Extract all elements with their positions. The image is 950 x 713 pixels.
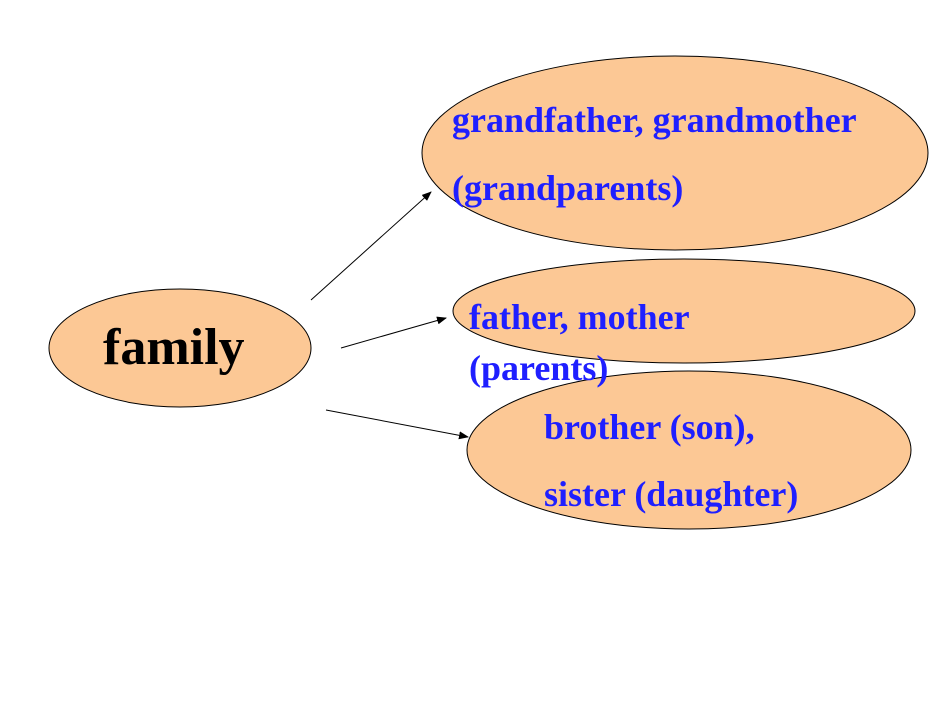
- children-ellipse: [466, 370, 912, 530]
- arrow-to-children: [325, 409, 469, 440]
- family-label: family: [103, 319, 245, 376]
- arrow-to-parents: [340, 316, 447, 349]
- arrow-to-grandparents: [310, 191, 432, 301]
- parents-line1: father, mother: [469, 297, 690, 337]
- parents-line2: (parents): [469, 348, 609, 388]
- children-line1: brother (son),: [544, 407, 755, 447]
- family-ellipse: [48, 288, 312, 408]
- parents-ellipse: [452, 258, 916, 364]
- grandparents-line1: grandfather, grandmother: [452, 100, 857, 140]
- grandparents-ellipse: [421, 55, 929, 251]
- children-line2: sister (daughter): [544, 474, 799, 514]
- grandparents-line2: (grandparents): [452, 168, 684, 208]
